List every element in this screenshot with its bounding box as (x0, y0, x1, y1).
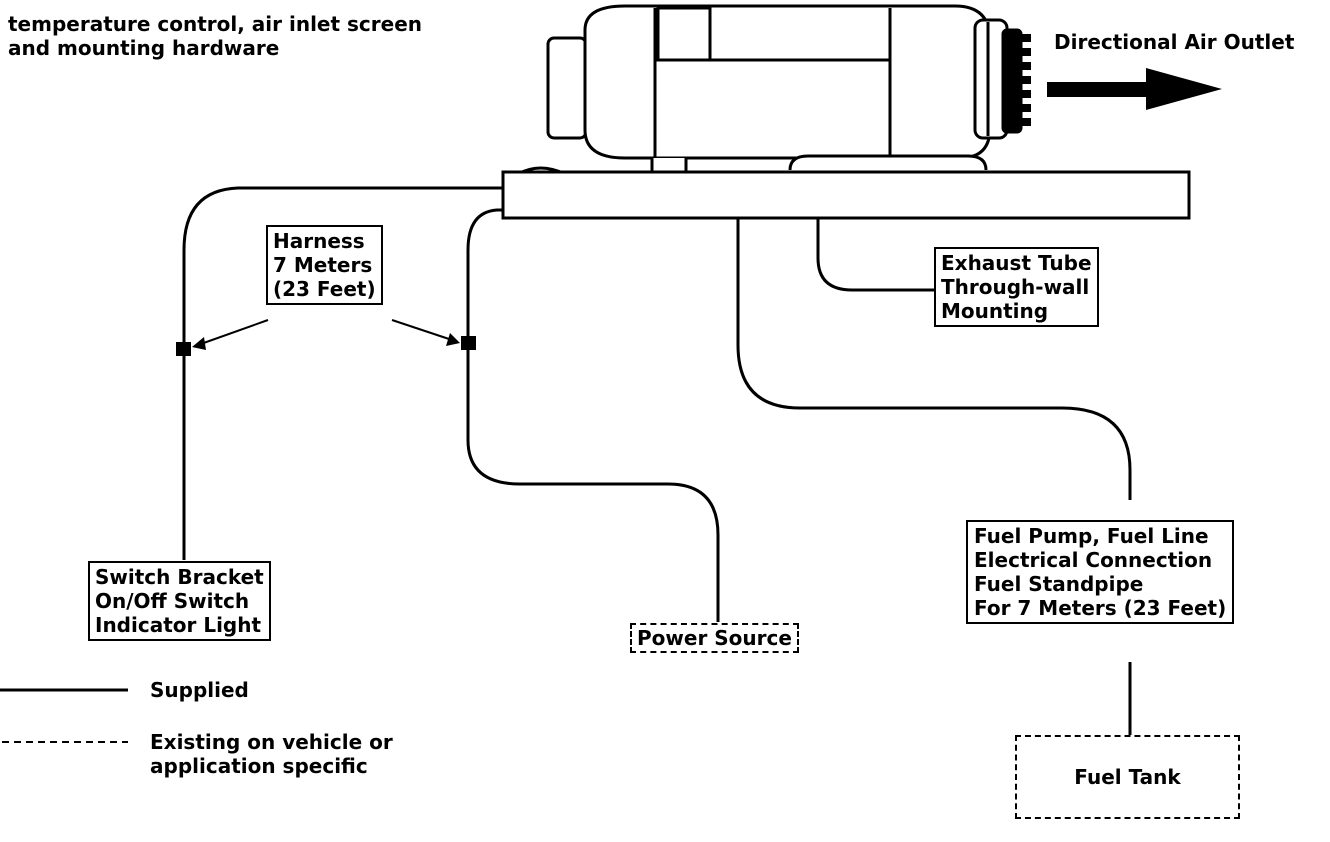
harness-label-line: (23 Feet) (273, 277, 376, 301)
legend-supplied-label: Supplied (150, 678, 249, 702)
fuel-tank-label: Fuel Tank (1074, 765, 1181, 789)
mounting-plate (501, 166, 1191, 220)
top-note-line: and mounting hardware (8, 36, 280, 60)
harness-label: Harness 7 Meters (23 Feet) (266, 225, 383, 305)
fuel-tank-box: Fuel Tank (1015, 735, 1240, 819)
harness-wire-switch (182, 186, 503, 560)
fuel-pump-label-line: Electrical Connection (974, 548, 1213, 572)
air-outlet-fins (1019, 34, 1031, 126)
harness-label-line: Harness (273, 229, 365, 253)
fuel-pump-label-line: Fuel Pump, Fuel Line (974, 524, 1209, 548)
harness-wire-power (466, 208, 720, 622)
top-note-line: temperature control, air inlet screen (8, 12, 423, 36)
harness-pointers (192, 319, 460, 350)
fuel-line (736, 218, 1132, 500)
mounting-plate-body (501, 170, 1191, 220)
exhaust-label-line: Through-wall (941, 275, 1090, 299)
exhaust-label-line: Mounting (941, 299, 1049, 323)
exhaust-tube (816, 218, 935, 292)
heater-body (583, 4, 992, 160)
switch-label-line: Switch Bracket (95, 565, 264, 589)
fuel-pump-label: Fuel Pump, Fuel Line Electrical Connecti… (966, 520, 1235, 624)
exhaust-label: Exhaust Tube Through-wall Mounting (934, 247, 1099, 327)
harness-connector-power (461, 336, 476, 350)
legend-existing-line: Existing on vehicle or (150, 730, 393, 754)
fuel-pump-label-line: Fuel Standpipe (974, 572, 1144, 596)
heater-rear-cap (546, 36, 588, 140)
legend-existing-line: application specific (150, 754, 368, 778)
top-note: temperature control, air inlet screen an… (8, 12, 422, 60)
exhaust-label-line: Exhaust Tube (941, 251, 1092, 275)
harness-label-line: 7 Meters (273, 253, 373, 277)
air-outlet-arrow (1047, 68, 1222, 110)
air-outlet-grille (1001, 28, 1023, 134)
switch-label-line: On/Off Switch (95, 589, 250, 613)
switch-label: Switch Bracket On/Off Switch Indicator L… (88, 561, 271, 641)
fuel-pump-label-line: For 7 Meters (23 Feet) (974, 596, 1227, 620)
harness-connector-switch (176, 342, 191, 356)
heater-unit (546, 4, 1031, 178)
legend-existing-label: Existing on vehicle or application speci… (150, 730, 393, 778)
heater-foot-right (788, 154, 988, 171)
air-outlet-label: Directional Air Outlet (1054, 30, 1295, 54)
power-source-label: Power Source (630, 623, 799, 653)
switch-label-line: Indicator Light (95, 613, 262, 637)
